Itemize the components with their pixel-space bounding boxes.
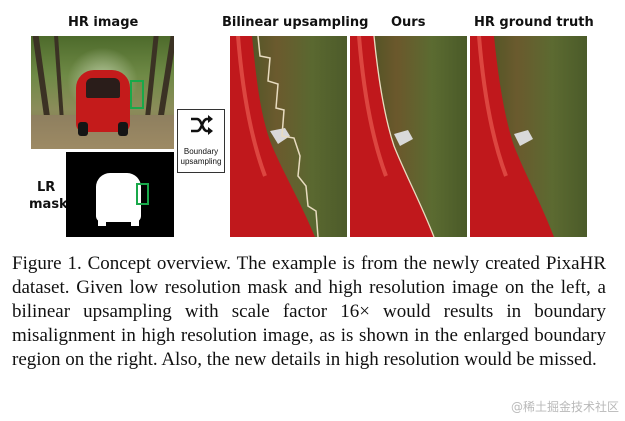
lr-mask-label-line2: mask	[29, 197, 68, 212]
hr-ground-truth-image	[470, 36, 587, 237]
car-wheel	[118, 122, 128, 136]
hr-image-label: HR image	[68, 15, 139, 30]
lr-mask-label-line1: LR	[37, 180, 56, 195]
boundary-text-line2: upsampling	[180, 157, 222, 166]
hr-image	[31, 36, 174, 149]
ours-crop-drawing	[350, 36, 435, 237]
tree-trunk	[54, 36, 64, 120]
ours-image	[350, 36, 467, 237]
car-rear-window	[86, 78, 120, 98]
shuffle-icon	[191, 115, 213, 135]
highlight-box	[130, 80, 144, 109]
bilinear-label: Bilinear upsampling	[222, 15, 369, 30]
bilinear-upsampling-image	[230, 36, 347, 237]
tree-trunk	[32, 36, 52, 126]
tree-trunk	[144, 36, 159, 124]
boundary-text-line1: Boundary	[183, 147, 219, 156]
bilinear-crop-drawing	[230, 36, 319, 237]
mask-wheel	[98, 214, 106, 226]
car-silhouette	[96, 173, 141, 222]
boundary-upsampling-box: Boundary upsampling	[177, 109, 225, 173]
ours-label: Ours	[391, 15, 426, 30]
lr-mask	[66, 152, 174, 237]
hr-ground-truth-label: HR ground truth	[474, 15, 594, 30]
mask-wheel	[131, 214, 139, 226]
highlight-box	[136, 183, 149, 205]
watermark: @稀土掘金技术社区	[510, 400, 619, 414]
figure-caption: Figure 1. Concept overview. The example …	[12, 253, 606, 370]
car-wheel	[78, 122, 88, 136]
gt-crop-drawing	[470, 36, 554, 237]
